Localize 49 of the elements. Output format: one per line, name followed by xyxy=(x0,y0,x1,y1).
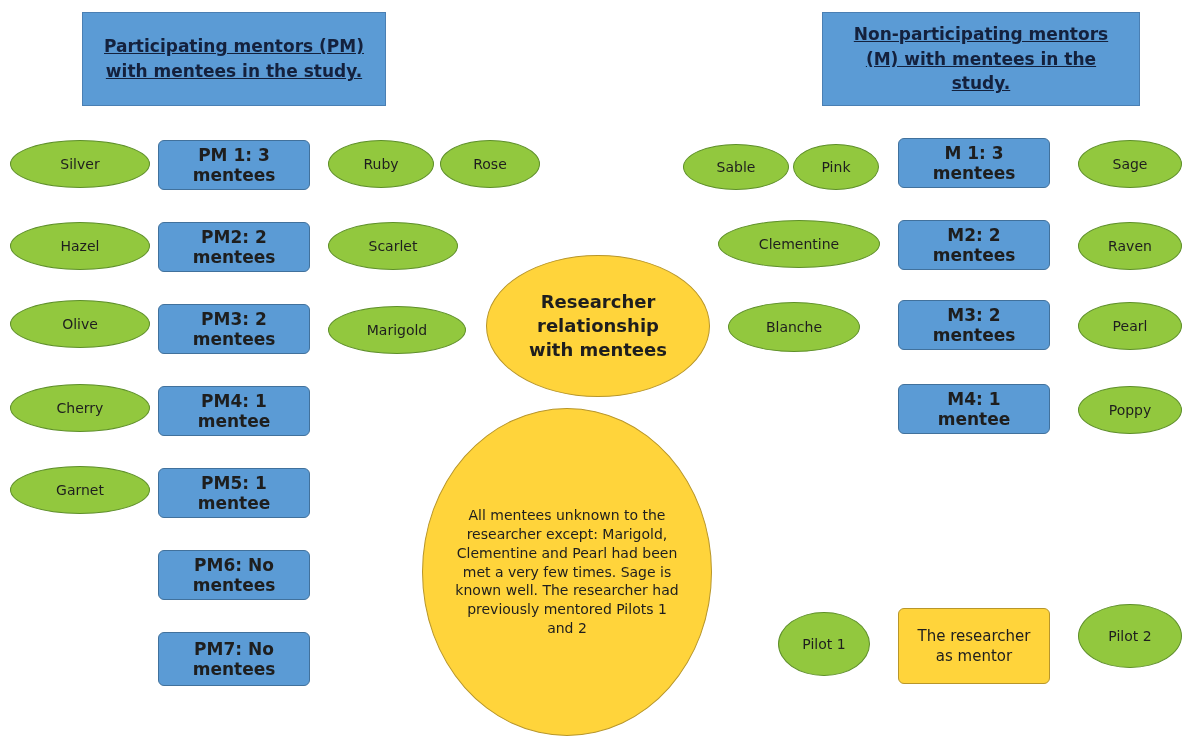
node-text: PM6: No mentees xyxy=(191,554,277,596)
mentor-box xyxy=(898,384,1050,434)
mentor-box xyxy=(158,140,310,190)
node-text: Hazel xyxy=(60,237,100,255)
node-text: Silver xyxy=(60,155,100,173)
mentor-box xyxy=(158,550,310,600)
node-text: PM5: 1 mentee xyxy=(196,472,272,514)
node-text: Non-participating mentors (M) with mentees in the study. xyxy=(852,23,1110,96)
mentor-box xyxy=(158,386,310,436)
node-text: Rose xyxy=(473,155,507,173)
mentor-box xyxy=(898,220,1050,270)
mentor-box xyxy=(898,138,1050,188)
mentor-box xyxy=(158,222,310,272)
node-text: All mentees unknown to the researcher except: Marigold, Clementine and Pearl had been met a very few times. Sage is known well. The researcher had previously mentored Pilots 1 and 2 xyxy=(454,505,680,639)
node-text: Garnet xyxy=(56,481,104,499)
node-text: Poppy xyxy=(1108,401,1152,419)
mentor-box xyxy=(898,300,1050,350)
node-text: Ruby xyxy=(363,155,399,173)
node-text: M2: 2 mentees xyxy=(931,224,1017,266)
node-text: Scarlet xyxy=(368,237,418,255)
node-text: Clementine xyxy=(758,235,840,253)
node-text: PM 1: 3 mentees xyxy=(191,144,277,186)
node-text: PM7: No mentees xyxy=(191,638,277,680)
node-text: M 1: 3 mentees xyxy=(931,142,1017,184)
node-text: Pilot 2 xyxy=(1108,627,1152,645)
node-text: Sable xyxy=(716,158,756,176)
node-text: Olive xyxy=(62,315,98,333)
node-text: Raven xyxy=(1108,237,1152,255)
node-text: PM2: 2 mentees xyxy=(191,226,277,268)
node-text: PM4: 1 mentee xyxy=(196,390,272,432)
node-text: Pilot 1 xyxy=(802,635,846,653)
node-text: Marigold xyxy=(366,321,428,339)
node-text: Researcher relationship with mentees xyxy=(528,289,668,363)
heading-box xyxy=(82,12,386,106)
node-text: The researcher as mentor xyxy=(916,625,1032,667)
node-text: M4: 1 mentee xyxy=(936,388,1012,430)
researcher-box xyxy=(898,608,1050,684)
node-text: Pink xyxy=(821,158,851,176)
mentor-box xyxy=(158,632,310,686)
node-text: Sage xyxy=(1112,155,1148,173)
node-text: PM3: 2 mentees xyxy=(191,308,277,350)
node-text: Blanche xyxy=(765,318,823,336)
mentor-box xyxy=(158,468,310,518)
node-text: M3: 2 mentees xyxy=(931,304,1017,346)
mentor-box xyxy=(158,304,310,354)
node-text: Cherry xyxy=(56,399,104,417)
node-text: Pearl xyxy=(1112,317,1148,335)
node-text: Participating mentors (PM) with mentees in the study. xyxy=(103,35,365,83)
heading-box xyxy=(822,12,1140,106)
